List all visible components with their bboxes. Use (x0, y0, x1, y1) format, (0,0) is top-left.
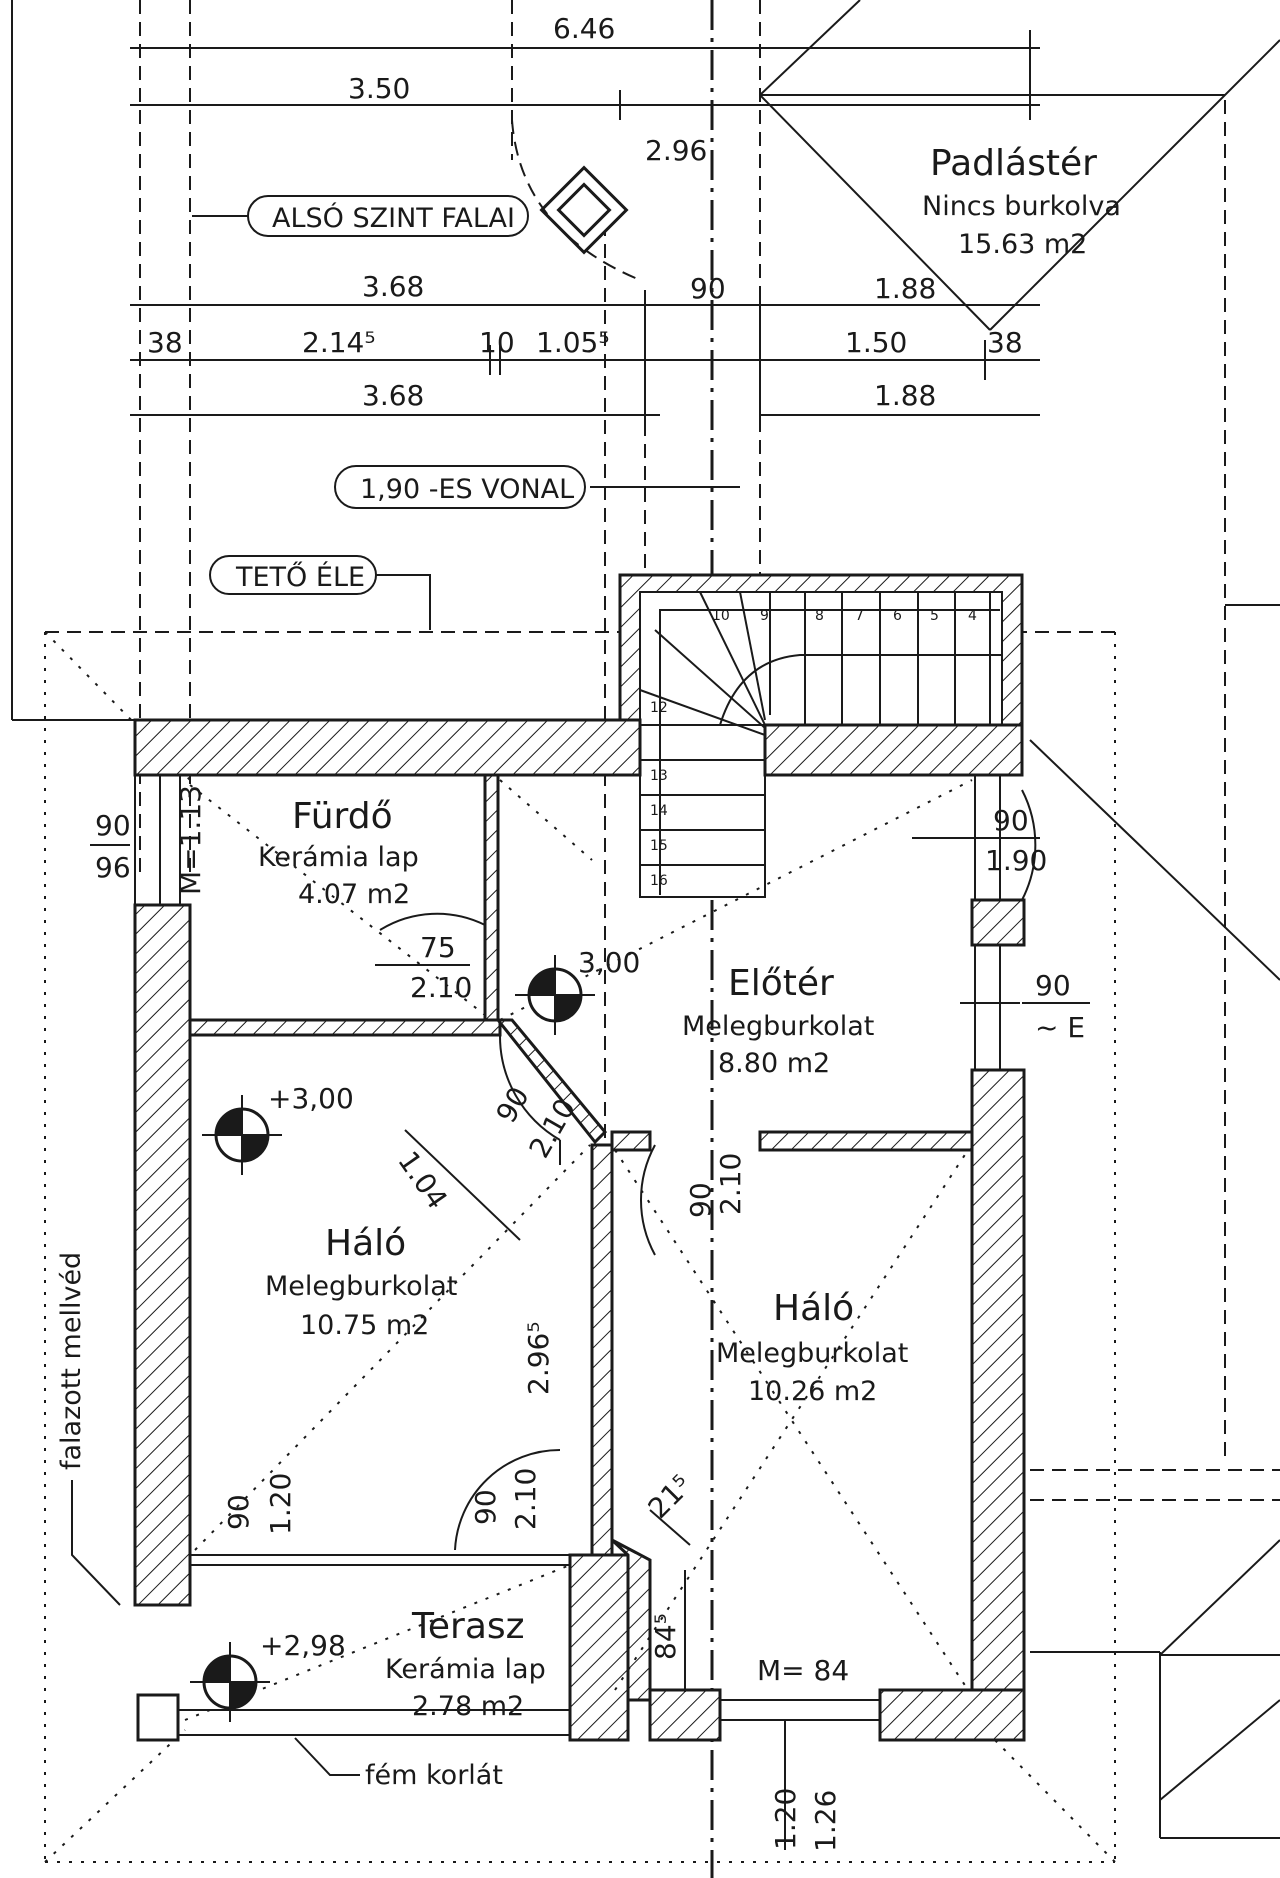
room-terasz-name: Terasz (411, 1606, 525, 1647)
roof-lines (759, 0, 1280, 1839)
dim-3-68-a: 3.68 (362, 270, 424, 303)
dim-1-88-b: 1.88 (874, 379, 936, 412)
dim-38-b: 38 (987, 326, 1023, 359)
room-furdo-area: 4.07 m2 (298, 879, 410, 910)
dim-dd-90: 90 (489, 1081, 535, 1128)
room-halo-2-finish: Melegburkolat (716, 1338, 908, 1369)
door-swings (379, 789, 1037, 1551)
dim-f-90: 90 (95, 809, 131, 842)
dim-1-88-a: 1.88 (874, 272, 936, 305)
svg-text:ALSÓ SZINT FALAI: ALSÓ SZINT FALAI (272, 202, 515, 234)
stair-step-5: 5 (930, 608, 939, 624)
level-3-00-a: 3,00 (578, 946, 640, 979)
leader-falazott (71, 1480, 121, 1606)
level-3-00-b: +3,00 (268, 1082, 354, 1115)
room-diagonals (184, 779, 973, 1721)
tag-also-szint: ALSÓ SZINT FALAI (192, 195, 529, 237)
room-terasz-area: 2.78 m2 (412, 1691, 524, 1722)
dim-2-96: 2.96 (645, 134, 707, 167)
stair-step-6: 6 (893, 608, 902, 624)
stair-step-4: 4 (968, 608, 977, 624)
dim-21-5: 21⁵ (642, 1468, 698, 1524)
dim-ww-2-10: 2.10 (509, 1468, 542, 1530)
level-marker-icon (190, 1642, 270, 1722)
stair-step-9: 9 (760, 608, 769, 624)
dim-b-1-20: 1.20 (769, 1788, 802, 1850)
room-padlaster-finish: Nincs burkolva (922, 191, 1121, 222)
tag-190-vonal: 1,90 -ES VONAL (334, 465, 586, 509)
room-halo-1-area: 10.75 m2 (300, 1310, 429, 1341)
room-furdo-name: Fürdő (292, 796, 393, 837)
dim-38-a: 38 (147, 326, 183, 359)
top-dimension-lines (130, 30, 1040, 488)
dim-dh-2-10: 2.10 (714, 1153, 747, 1215)
dim-10: 10 (479, 326, 515, 359)
room-furdo-finish: Kerámia lap (258, 842, 419, 873)
windows (134, 775, 1001, 1736)
room-eloter-area: 8.80 m2 (718, 1048, 830, 1079)
label-fem-korlat: fém korlát (365, 1760, 503, 1791)
dim-e-1-90: 1.90 (985, 844, 1047, 877)
dim-m-1-13: M=1.13 (174, 785, 207, 895)
dim-e-90: 90 (993, 804, 1029, 837)
stair-step-16: 16 (650, 873, 668, 889)
stair-step-13: 13 (650, 768, 668, 784)
chimney-icon (539, 165, 629, 255)
stair-step-10: 10 (712, 608, 730, 624)
stair-curve-line (511, 119, 641, 281)
dim-2-96-5: 2.96⁵ (522, 1321, 555, 1395)
dim-1-04: 1.04 (391, 1145, 454, 1215)
dim-r-e: ~ E (1035, 1011, 1085, 1044)
dim-b-1-26: 1.26 (809, 1790, 842, 1852)
stair-step-14: 14 (650, 803, 668, 819)
stair-step-7: 7 (855, 608, 864, 624)
leader-fem-korlat (294, 1737, 360, 1776)
room-halo-2-area: 10.26 m2 (748, 1376, 877, 1407)
level-marker-icon (515, 955, 595, 1035)
dim-3-68-b: 3.68 (362, 379, 424, 412)
label-falazott-mellved: falazott mellvéd (56, 1252, 87, 1470)
dim-w-90: 90 (222, 1494, 255, 1530)
stair-step-12: 12 (650, 700, 668, 716)
staircase (618, 573, 1024, 898)
dim-6-46: 6.46 (553, 12, 615, 45)
level-marker-icon (202, 1095, 282, 1175)
dim-1-50: 1.50 (845, 326, 907, 359)
dim-dh-90: 90 (684, 1182, 717, 1218)
dim-75: 75 (420, 931, 456, 964)
room-terasz-finish: Kerámia lap (385, 1654, 546, 1685)
room-padlaster-name: Padlástér (930, 143, 1097, 184)
room-padlaster-area: 15.63 m2 (958, 229, 1087, 260)
level-2-98: +2,98 (260, 1629, 346, 1662)
dim-w-1-20: 1.20 (264, 1473, 297, 1535)
svg-text:TETŐ ÉLE: TETŐ ÉLE (235, 561, 365, 593)
dim-84-5: 84⁵ (649, 1613, 682, 1660)
dimension-marks (90, 837, 1090, 1850)
room-eloter-name: Előtér (728, 963, 834, 1004)
dim-2-14: 2.14⁵ (302, 326, 376, 359)
dim-90-top: 90 (690, 272, 726, 305)
dim-ww-90: 90 (469, 1489, 502, 1525)
room-eloter-finish: Melegburkolat (682, 1011, 874, 1042)
stair-step-15: 15 (650, 838, 668, 854)
room-halo-2-name: Háló (773, 1288, 854, 1329)
dim-3-50: 3.50 (348, 72, 410, 105)
stair-step-8: 8 (815, 608, 824, 624)
floor-walls (133, 718, 1026, 1742)
svg-text:1,90 -ES VONAL: 1,90 -ES VONAL (360, 474, 574, 505)
dim-1-05: 1.05⁵ (536, 326, 610, 359)
tag-teto-ele: TETŐ ÉLE (209, 555, 431, 630)
dim-2-10-a: 2.10 (410, 971, 472, 1004)
dim-r-90: 90 (1035, 969, 1071, 1002)
dim-f-96: 96 (95, 851, 131, 884)
room-halo-1-finish: Melegburkolat (265, 1271, 457, 1302)
room-halo-1-name: Háló (325, 1223, 406, 1264)
dim-m-84: M= 84 (757, 1654, 849, 1687)
